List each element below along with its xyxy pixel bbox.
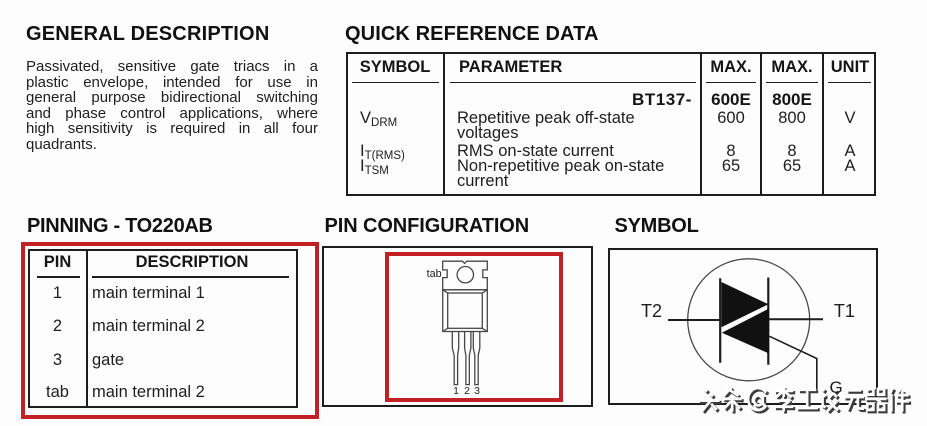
svg-text:3: 3 (474, 385, 480, 397)
svg-text:T2: T2 (641, 301, 662, 321)
svg-text:T1: T1 (834, 301, 855, 321)
svg-text:G: G (830, 378, 843, 397)
svg-text:2: 2 (464, 385, 470, 397)
svg-text:tab: tab (427, 268, 442, 280)
svg-text:1: 1 (453, 385, 459, 397)
